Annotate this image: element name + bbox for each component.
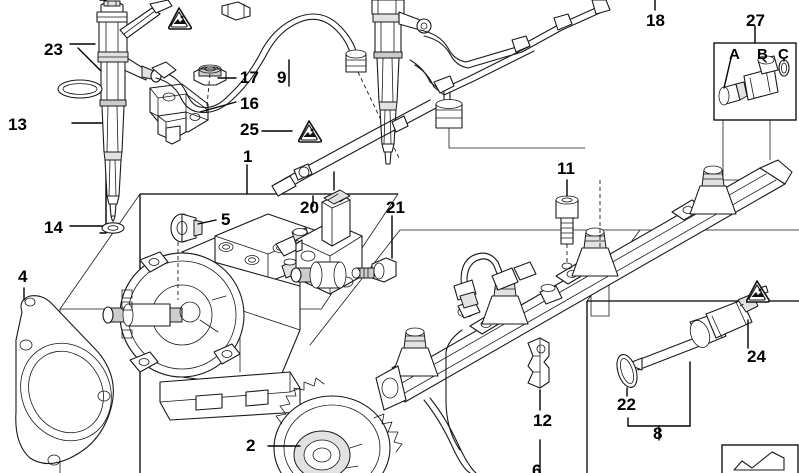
callout-9[interactable]: 9 <box>277 68 287 87</box>
sub-label-b[interactable]: B <box>757 46 768 63</box>
caution-triangle-icon <box>167 7 193 30</box>
sub-label-c[interactable]: C <box>778 46 789 63</box>
caution-triangle-icon <box>297 120 323 143</box>
callout-5[interactable]: 5 <box>221 210 231 229</box>
callout-1[interactable]: 1 <box>243 147 253 166</box>
callout-17[interactable]: 17 <box>240 68 259 87</box>
callout-23[interactable]: 23 <box>44 40 63 59</box>
callout-20[interactable]: 20 <box>300 198 319 217</box>
callout-21[interactable]: 21 <box>386 198 405 217</box>
callout-8[interactable]: 8 <box>653 424 663 443</box>
callout-18[interactable]: 18 <box>646 11 665 30</box>
sub-label-a[interactable]: A <box>729 46 740 63</box>
callout-12[interactable]: 12 <box>533 411 552 430</box>
callout-25[interactable]: 25 <box>240 120 259 139</box>
callout-6[interactable]: 6 <box>532 461 542 473</box>
callout-13[interactable]: 13 <box>8 115 27 134</box>
callout-22[interactable]: 22 <box>617 395 636 414</box>
callout-11[interactable]: 11 <box>557 159 575 178</box>
caution-triangle-icon <box>745 280 771 303</box>
callout-27[interactable]: 27 <box>746 11 765 30</box>
callout-24[interactable]: 24 <box>747 347 766 366</box>
callout-14[interactable]: 14 <box>44 218 63 237</box>
callout-16[interactable]: 16 <box>240 94 259 113</box>
callout-4[interactable]: 4 <box>18 267 28 286</box>
callout-2[interactable]: 2 <box>246 436 256 455</box>
